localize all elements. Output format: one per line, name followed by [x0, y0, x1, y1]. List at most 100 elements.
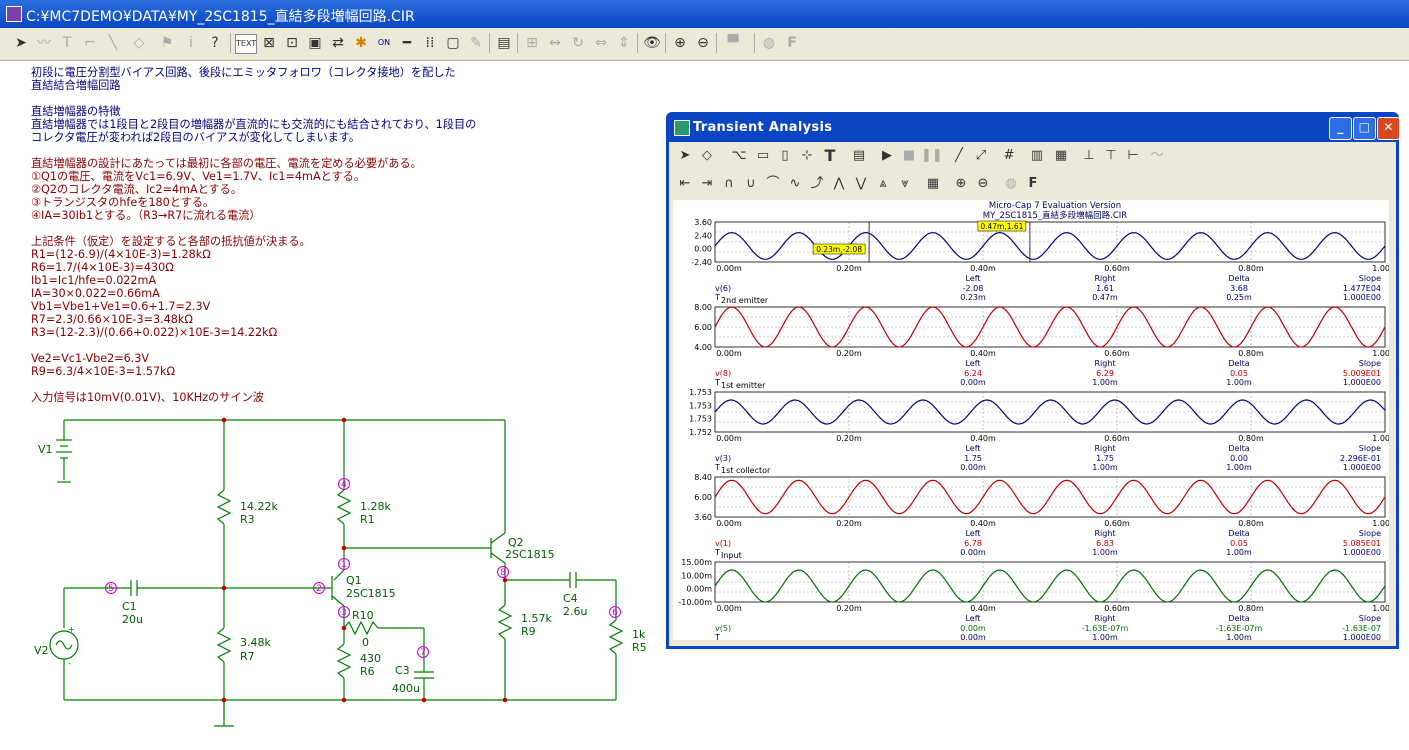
- powers-icon[interactable]: ⇄: [332, 35, 344, 51]
- select-arrow-icon[interactable]: ➤: [679, 148, 691, 163]
- line-icon[interactable]: ⌐: [84, 35, 96, 51]
- flag-icon[interactable]: ⚑: [160, 35, 174, 51]
- cursor-peak-icon[interactable]: ⊥: [1083, 148, 1095, 163]
- minimize-button[interactable]: _: [1329, 117, 1352, 140]
- font-icon[interactable]: F: [1028, 176, 1038, 191]
- right-cursor-tag: [977, 220, 1027, 232]
- time-label: T: [714, 378, 720, 387]
- cursor-valley-icon[interactable]: ⊤: [1105, 148, 1117, 163]
- x-tick-label: 0.60m: [1104, 349, 1130, 358]
- color-icon[interactable]: ◍: [1005, 176, 1017, 191]
- global-high-icon[interactable]: ⋀: [833, 176, 845, 191]
- circuit-wires: [49, 419, 624, 727]
- find-binoculars-icon[interactable]: 👁: [643, 35, 661, 51]
- valley-icon[interactable]: ∪: [746, 176, 756, 191]
- top-icon[interactable]: ⩓: [879, 176, 887, 191]
- maximize-button[interactable]: □: [1353, 117, 1376, 140]
- slope-icon[interactable]: ╱: [955, 148, 963, 163]
- grid-icon[interactable]: #: [1003, 148, 1015, 163]
- table-icon[interactable]: ▦: [926, 176, 940, 191]
- rotate-icon[interactable]: ↻: [572, 35, 584, 51]
- node-6-label: 6: [612, 608, 618, 618]
- zoom-out-icon[interactable]: ⊖: [977, 176, 989, 191]
- y-tick-label: 8.00: [694, 303, 712, 312]
- text-tool-icon[interactable]: T: [62, 35, 72, 51]
- bottom-icon[interactable]: ⩔: [901, 176, 909, 191]
- cursor-value: 6.24: [964, 369, 982, 378]
- shape-icon[interactable]: ◇: [702, 148, 712, 163]
- cursor-high-icon[interactable]: ⊢: [1127, 148, 1139, 163]
- zoom-in-icon[interactable]: ⊕: [674, 35, 686, 51]
- close-button[interactable]: ✕: [1377, 117, 1400, 140]
- low-icon[interactable]: ∿: [789, 176, 801, 191]
- currents-icon[interactable]: ⊡: [286, 35, 298, 51]
- analysis-app-icon: [674, 120, 690, 136]
- diagonal-icon[interactable]: ╲: [108, 35, 118, 51]
- wire-icon[interactable]: 〰: [37, 35, 51, 51]
- align-icon[interactable]: ⊞: [526, 35, 538, 51]
- properties-icon[interactable]: ▤: [497, 35, 511, 51]
- pin-markers-button[interactable]: ON: [377, 38, 391, 47]
- font-icon[interactable]: F: [787, 35, 797, 51]
- flip-icon[interactable]: ↔: [549, 35, 561, 51]
- title-block-icon[interactable]: ✎: [470, 35, 482, 51]
- transient-analysis-window[interactable]: Transient Analysis _ □ ✕ ➤ ◇ ⌥ ▭ ▯ ⊹ T ▤…: [666, 112, 1400, 649]
- high-icon[interactable]: ⌒: [766, 176, 780, 191]
- node-numbers-icon[interactable]: ⊠: [263, 35, 275, 51]
- flip-v-icon[interactable]: ⇕: [618, 35, 630, 51]
- cursor-right-icon[interactable]: ⇥: [701, 176, 713, 191]
- circuit-schematic[interactable]: 4 1 2 3 5 8 6 7 V1 V2 + - 14.22k R3 1.28…: [0, 400, 660, 750]
- toolbar-separator: [489, 33, 490, 53]
- axes-icon[interactable]: ▦: [1054, 148, 1068, 163]
- zoom-in-icon[interactable]: ⊕: [955, 176, 967, 191]
- note-line: IA=30×0.022=0.66mA: [31, 287, 160, 300]
- mirror-icon[interactable]: ⇔: [595, 35, 607, 51]
- analysis-plot-area[interactable]: Micro-Cap 7 Evaluation Version MY_2SC181…: [673, 200, 1398, 642]
- color-icon[interactable]: ▀: [727, 35, 739, 51]
- zoom-out-icon[interactable]: ⊖: [697, 35, 709, 51]
- vertical-tag-icon[interactable]: ▯: [781, 148, 789, 163]
- select-arrow-icon[interactable]: ➤: [15, 35, 27, 51]
- point-tag-icon[interactable]: ⊹: [801, 148, 813, 163]
- cursor-column-header: Slope: [1359, 529, 1381, 538]
- properties-icon[interactable]: ▤: [852, 148, 866, 163]
- tag-icon[interactable]: ⌥: [731, 148, 747, 163]
- cursor-time: 0.25m: [1226, 293, 1252, 302]
- text-mode-button[interactable]: TEXT: [235, 34, 257, 54]
- run-icon[interactable]: ▶: [882, 148, 892, 163]
- help-icon[interactable]: ?: [211, 35, 219, 51]
- peak-icon[interactable]: ∩: [724, 176, 734, 191]
- r6-label: R6: [360, 665, 375, 678]
- pause-icon[interactable]: ❚❚: [921, 148, 943, 163]
- cursor-time: 1.00m: [1092, 378, 1118, 387]
- tangent-icon[interactable]: ⤢: [975, 148, 987, 163]
- text-icon[interactable]: T: [824, 146, 836, 165]
- trash-icon[interactable]: ◍: [762, 35, 776, 51]
- grid-icon[interactable]: ⁞⁞: [425, 35, 435, 51]
- cursor-time: 1.000E00: [1343, 293, 1381, 302]
- q1-label: Q1: [346, 574, 362, 587]
- conditions-icon[interactable]: ✱: [355, 35, 367, 51]
- time-label: T: [714, 293, 720, 302]
- connect-icon[interactable]: ━: [402, 35, 412, 51]
- node-numbers: 4 1 2 3 5 8 6 7: [108, 480, 618, 658]
- shape-icon[interactable]: ◇: [133, 35, 145, 51]
- border-icon[interactable]: ▢: [446, 35, 460, 51]
- voltages-icon[interactable]: ▣: [308, 35, 322, 51]
- horizontal-tag-icon[interactable]: ▭: [756, 148, 770, 163]
- trace-name: 2nd emitter: [721, 296, 769, 305]
- stop-icon[interactable]: ■: [902, 148, 916, 163]
- x-tick-label: 0.40m: [970, 264, 996, 273]
- cursor-low-icon[interactable]: 〜: [1150, 148, 1164, 163]
- trace-expression: v(5): [715, 624, 731, 633]
- node-4-label: 4: [341, 480, 347, 490]
- cursor-value: -2.08: [963, 284, 984, 293]
- info-icon[interactable]: i: [189, 35, 193, 51]
- waveform-plots[interactable]: Micro-Cap 7 Evaluation Version MY_2SC181…: [673, 200, 1398, 642]
- inflection-icon[interactable]: ⤴: [810, 176, 824, 191]
- global-low-icon[interactable]: ⋁: [855, 176, 867, 191]
- cursor-value: 3.68: [1230, 284, 1248, 293]
- cursor-left-icon[interactable]: ⇤: [679, 176, 691, 191]
- app-icon: [6, 6, 22, 22]
- minor-grid-icon[interactable]: ▥: [1030, 148, 1044, 163]
